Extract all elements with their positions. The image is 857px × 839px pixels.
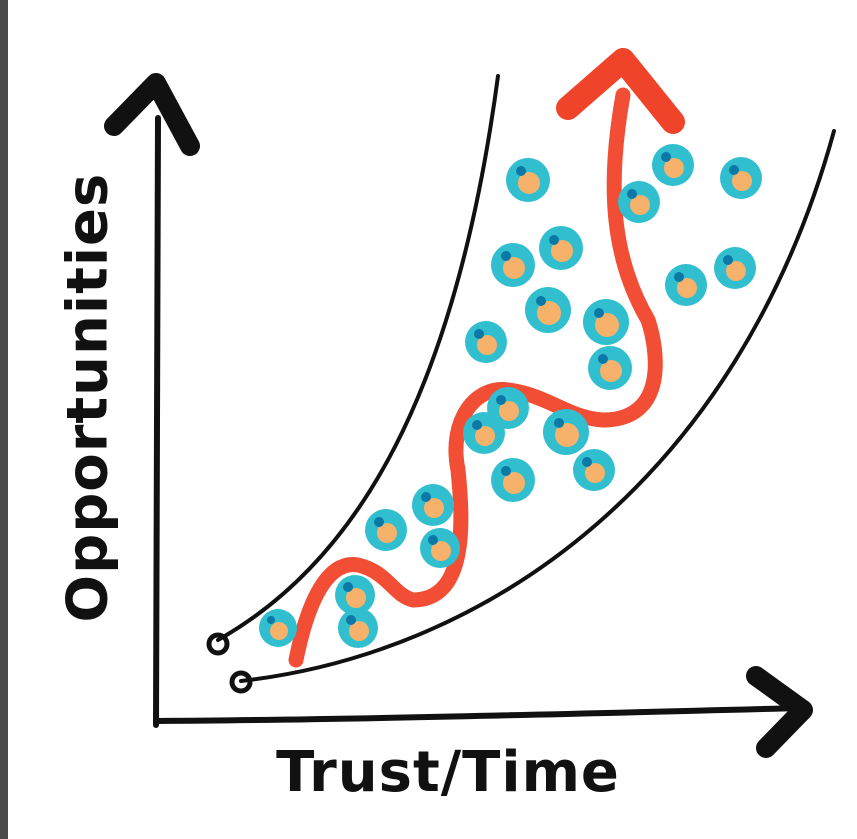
opportunity-dot bbox=[491, 458, 535, 502]
opportunity-dot bbox=[335, 575, 375, 615]
opportunity-dots bbox=[259, 144, 762, 648]
y-axis-line bbox=[153, 115, 161, 728]
opportunity-dot bbox=[714, 247, 756, 289]
opportunity-dot bbox=[583, 299, 629, 345]
opportunity-dot bbox=[412, 484, 454, 526]
opportunity-dot bbox=[720, 157, 762, 199]
y-axis-label: Opportunities bbox=[55, 172, 121, 623]
opportunity-dot bbox=[539, 226, 583, 270]
opportunity-dot bbox=[338, 608, 378, 648]
y-axis-arrowhead bbox=[104, 73, 200, 156]
x-axis-label: Trust/Time bbox=[276, 740, 620, 805]
opportunity-dot bbox=[618, 181, 660, 223]
diagram-canvas: Opportunities Trust/Time bbox=[8, 0, 857, 839]
opportunity-dot bbox=[525, 287, 571, 333]
channel-upper-curve bbox=[216, 74, 500, 642]
opportunity-dot bbox=[665, 264, 707, 306]
opportunity-dot bbox=[465, 321, 507, 363]
wavy-arrow-shaft bbox=[288, 87, 663, 668]
opportunity-dot bbox=[420, 528, 460, 568]
opportunity-dot bbox=[543, 409, 589, 455]
x-axis-line bbox=[153, 705, 804, 724]
diagram-svg bbox=[104, 48, 836, 758]
lower-curve-start-circle bbox=[229, 670, 253, 694]
opportunity-dot bbox=[506, 158, 550, 202]
x-axis-arrowhead bbox=[746, 666, 813, 758]
opportunity-dot bbox=[463, 412, 505, 454]
upper-curve-start-circle bbox=[206, 632, 230, 656]
opportunity-dot bbox=[365, 509, 407, 551]
opportunity-dot bbox=[259, 609, 297, 647]
opportunity-dot bbox=[491, 243, 535, 287]
opportunity-dot bbox=[588, 346, 632, 390]
channel-lower-curve bbox=[239, 129, 836, 683]
opportunity-dot bbox=[652, 144, 694, 186]
opportunity-dot bbox=[573, 449, 615, 491]
wavy-arrow-head bbox=[556, 48, 685, 134]
